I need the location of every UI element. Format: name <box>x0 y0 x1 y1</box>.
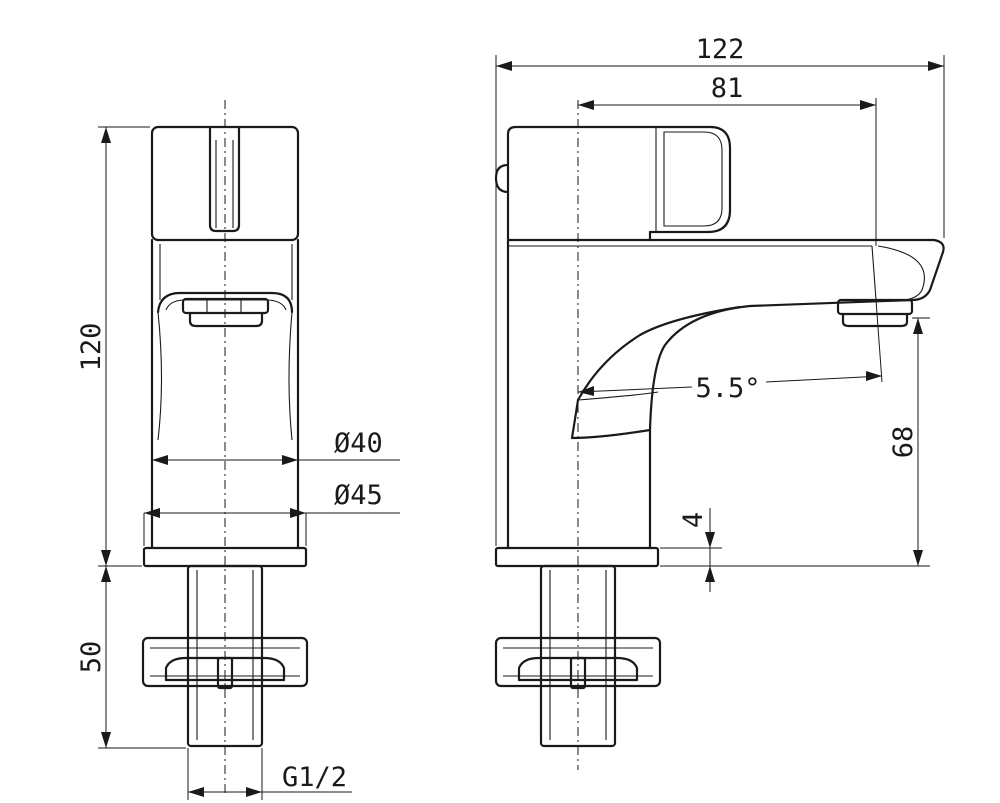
dim-overall-length: 122 <box>696 34 745 65</box>
dim-spout-height: 68 <box>888 426 919 459</box>
dim-spout-reach: 81 <box>711 73 744 104</box>
side-dimensions: 122 81 5.5° 68 4 <box>495 34 945 592</box>
side-body-spout <box>506 238 945 550</box>
front-handle-lever <box>208 126 241 233</box>
dim-spout-angle: 5.5° <box>695 373 760 404</box>
side-view <box>494 100 945 770</box>
front-dimensions: 120 50 G1/2 Ø40 Ø45 <box>76 126 400 800</box>
side-button <box>494 163 510 194</box>
front-spout-outlet <box>156 291 294 314</box>
dim-thread: G1/2 <box>282 762 347 793</box>
side-handle <box>506 125 732 242</box>
dim-height-stem: 50 <box>76 641 107 674</box>
dim-diameter-45: Ø45 <box>334 480 383 511</box>
front-body <box>150 238 300 550</box>
side-base-plate <box>494 546 660 568</box>
front-view <box>141 100 309 795</box>
dim-diameter-40: Ø40 <box>334 428 383 459</box>
dim-base-plate: 4 <box>678 512 709 528</box>
dim-height-body: 120 <box>76 323 107 372</box>
side-aerator <box>836 298 914 316</box>
